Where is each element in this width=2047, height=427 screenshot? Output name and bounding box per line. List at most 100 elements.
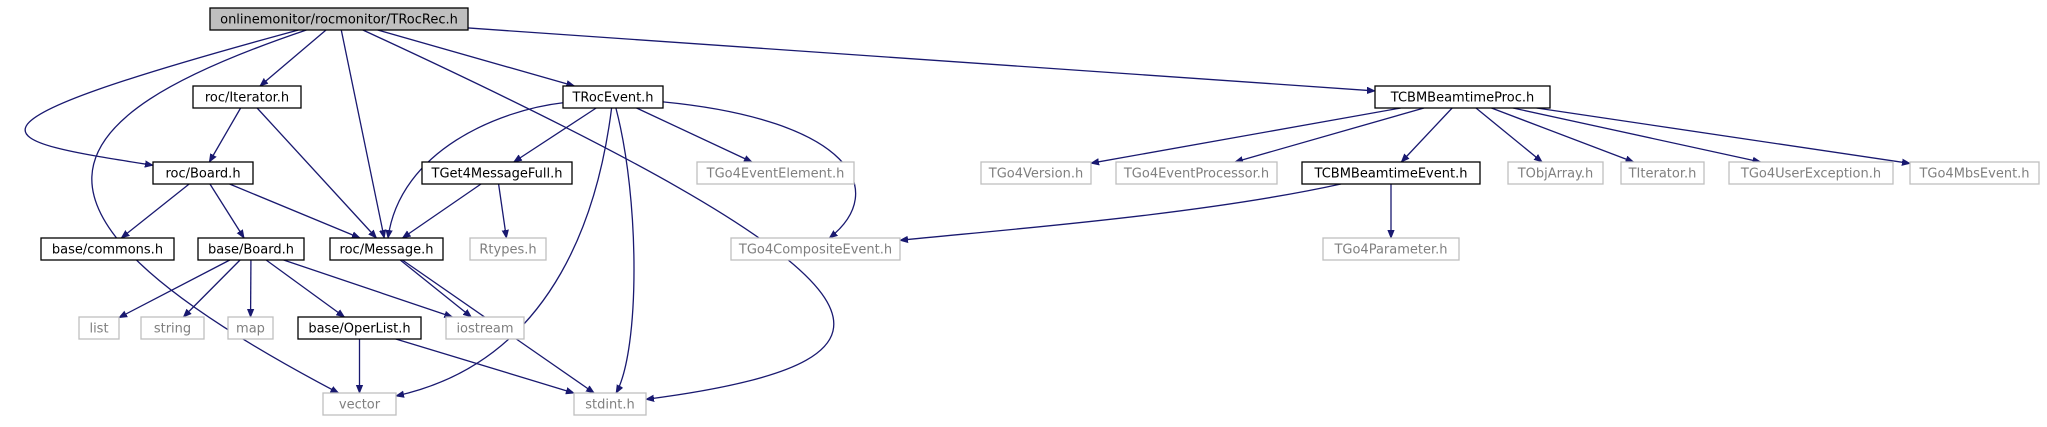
node-box (445, 316, 525, 340)
node-box (1322, 237, 1460, 261)
node-box (1728, 161, 1894, 185)
node-label: TRocEvent.h (571, 91, 653, 106)
node-tgo4-parameter: TGo4Parameter.h (1322, 237, 1460, 261)
node-box (192, 85, 302, 109)
node-label: TGo4UserException.h (1740, 167, 1881, 182)
node-base-operlist[interactable]: base/OperList.h (297, 316, 422, 340)
edge-base-board-to-base-operlist (265, 259, 344, 317)
edge-base-board-to-list (119, 259, 231, 319)
node-tcbm-proc[interactable]: TCBMBeamtimeProc.h (1374, 85, 1551, 109)
edge-root-to-vector (91, 29, 339, 394)
node-tgo4-mbs-event: TGo4MbsEvent.h (1909, 161, 2040, 185)
edge-roc-iterator-to-roc-board (208, 107, 242, 162)
node-box (227, 316, 274, 340)
node-box (197, 237, 305, 261)
edge-roc-board-to-base-commons (121, 183, 190, 238)
edge-troc-event-to-roc-message (388, 102, 564, 238)
edge-root-to-roc-board (24, 29, 299, 165)
node-label: iostream (456, 322, 513, 337)
node-root[interactable]: onlinemonitor/rocmonitor/TRocRec.h (209, 7, 469, 31)
node-box (1620, 161, 1705, 185)
node-label: roc/Iterator.h (205, 91, 289, 106)
node-box (730, 237, 901, 261)
node-label: map (236, 322, 265, 337)
node-label: list (89, 322, 108, 337)
node-box (421, 161, 573, 185)
node-tget4[interactable]: TGet4MessageFull.h (421, 161, 573, 185)
node-box (152, 161, 254, 185)
node-troc-event[interactable]: TRocEvent.h (562, 85, 664, 109)
node-box (1115, 161, 1278, 185)
node-label: TGo4EventProcessor.h (1123, 167, 1269, 182)
node-roc-board[interactable]: roc/Board.h (152, 161, 254, 185)
node-titerator: TIterator.h (1620, 161, 1705, 185)
node-tgo4-event-element: TGo4EventElement.h (696, 161, 855, 185)
node-label: base/commons.h (52, 243, 163, 258)
edge-troc-event-to-vector (396, 107, 613, 396)
edge-root-to-troc-event (377, 29, 575, 86)
node-label: vector (339, 398, 381, 413)
edge-base-board-to-iostream (283, 259, 453, 317)
node-box (209, 7, 469, 31)
node-box (1301, 161, 1481, 185)
node-roc-iterator[interactable]: roc/Iterator.h (192, 85, 302, 109)
edge-roc-board-to-base-board (209, 183, 244, 238)
node-label: roc/Message.h (340, 243, 434, 258)
edge-tcbm-proc-to-tobjarray (1475, 107, 1542, 162)
edge-root-to-roc-iterator (260, 29, 327, 86)
node-tcbm-event[interactable]: TCBMBeamtimeEvent.h (1301, 161, 1481, 185)
node-label: TGo4MbsEvent.h (1918, 167, 2029, 182)
node-box (1909, 161, 2040, 185)
edge-base-operlist-to-stdint (395, 338, 574, 393)
node-label: TGo4Parameter.h (1333, 243, 1447, 258)
node-box (329, 237, 444, 261)
node-tgo4-composite-event: TGo4CompositeEvent.h (730, 237, 901, 261)
edge-troc-event-to-tget4 (514, 107, 597, 162)
node-box (980, 161, 1092, 185)
node-label: onlinemonitor/rocmonitor/TRocRec.h (220, 13, 458, 28)
node-label: TGo4CompositeEvent.h (738, 243, 892, 258)
node-iostream: iostream (445, 316, 525, 340)
node-box (40, 237, 175, 261)
node-label: stdint.h (585, 398, 634, 413)
node-box (78, 316, 120, 340)
edge-tget4-to-rtypes (497, 183, 507, 238)
node-roc-message[interactable]: roc/Message.h (329, 237, 444, 261)
edge-tcbm-proc-to-tgo4-event-processor (1235, 107, 1425, 162)
nodes-layer: onlinemonitor/rocmonitor/TRocRec.h roc/It… (40, 7, 2040, 416)
node-box (696, 161, 855, 185)
edge-tcbm-proc-to-tgo4-version (1091, 107, 1401, 163)
node-label: TIterator.h (1628, 167, 1697, 182)
edge-root-to-roc-message (340, 29, 384, 238)
node-label: TCBMBeamtimeEvent.h (1314, 167, 1468, 182)
node-label: TObjArray.h (1517, 167, 1594, 182)
edge-root-to-tcbm-proc (467, 27, 1375, 91)
edges-layer (24, 27, 1910, 399)
node-base-commons[interactable]: base/commons.h (40, 237, 175, 261)
node-base-board[interactable]: base/Board.h (197, 237, 305, 261)
node-vector: vector (322, 392, 397, 416)
node-label: TGo4EventElement.h (706, 167, 845, 182)
node-tgo4-version: TGo4Version.h (980, 161, 1092, 185)
edge-tcbm-event-to-tgo4-composite-event (900, 183, 1342, 240)
node-box (1374, 85, 1551, 109)
edge-troc-event-to-stdint (615, 107, 635, 393)
node-label: roc/Board.h (165, 167, 240, 182)
edge-tcbm-proc-to-tgo4-mbs-event (1536, 107, 1910, 163)
node-label: Rtypes.h (479, 243, 536, 258)
node-label: TCBMBeamtimeProc.h (1390, 91, 1534, 106)
node-label: base/OperList.h (308, 322, 410, 337)
node-tgo4-event-processor: TGo4EventProcessor.h (1115, 161, 1278, 185)
node-box (469, 237, 547, 261)
node-list: list (78, 316, 120, 340)
edge-troc-event-to-tgo4-event-element (636, 107, 752, 163)
edge-tcbm-proc-to-tgo4-user-exception (1512, 107, 1761, 162)
edge-tcbm-proc-to-titerator (1491, 107, 1633, 163)
node-map: map (227, 316, 274, 340)
node-label: string (154, 322, 191, 337)
node-tgo4-user-exception: TGo4UserException.h (1728, 161, 1894, 185)
node-label: base/Board.h (208, 243, 294, 258)
edge-roc-message-to-iostream (399, 259, 471, 317)
edge-roc-iterator-to-roc-message (256, 107, 376, 238)
